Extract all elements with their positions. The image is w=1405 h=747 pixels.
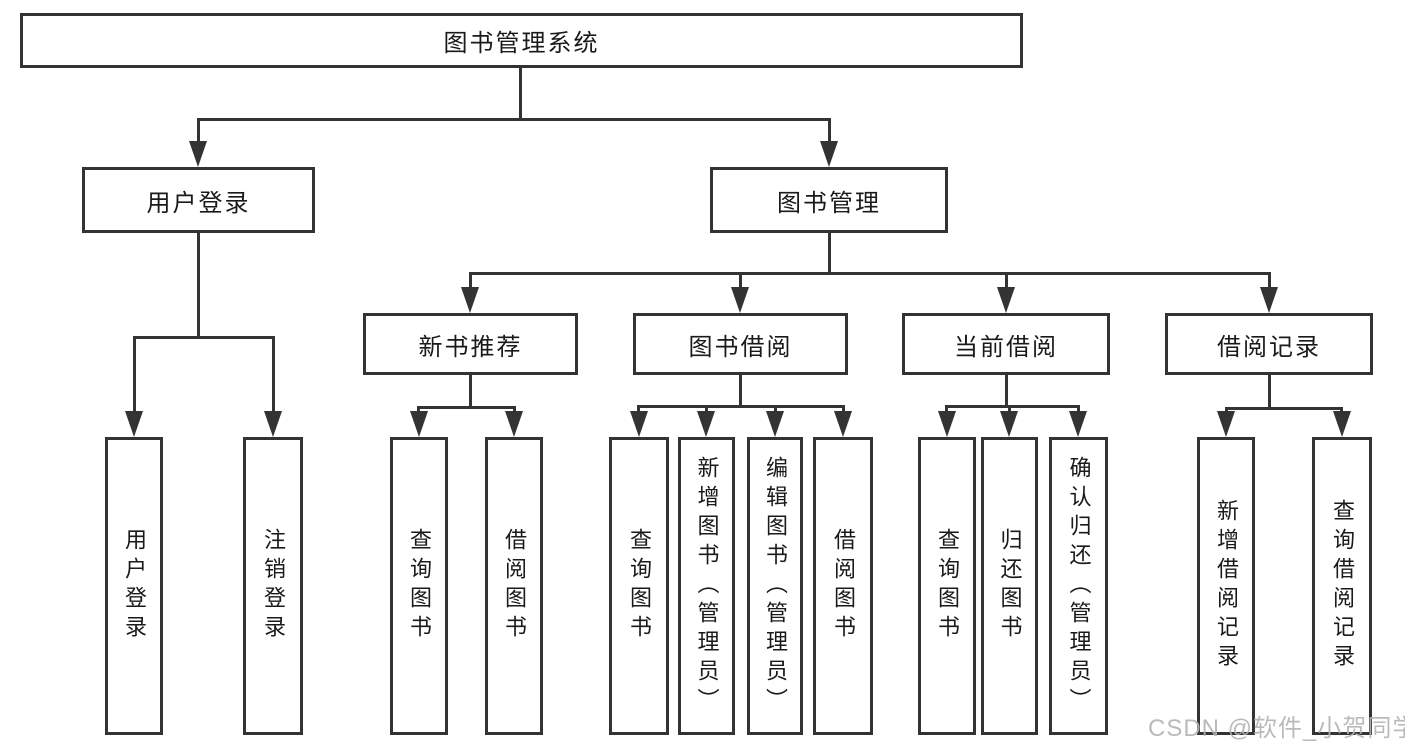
- arrow-down-icon: [630, 411, 648, 437]
- connector-line: [469, 272, 1270, 275]
- arrow-down-icon: [731, 287, 749, 313]
- connector-line: [945, 405, 1080, 408]
- connector-line: [197, 233, 200, 336]
- arrow-down-icon: [461, 287, 479, 313]
- connector-line: [828, 233, 831, 272]
- connector-line: [637, 405, 845, 408]
- leaf-query-books-current: 查询图书: [918, 437, 976, 735]
- leaf-confirm-return-admin: 确认归还（管理员）: [1049, 437, 1108, 735]
- connector-line: [1005, 272, 1008, 290]
- connector-line: [828, 118, 831, 146]
- leaf-query-books-recommend: 查询图书: [390, 437, 448, 735]
- connector-line: [1225, 407, 1343, 410]
- arrow-down-icon: [820, 141, 838, 167]
- leaf-user-login: 用户登录: [105, 437, 163, 735]
- arrow-down-icon: [125, 411, 143, 437]
- node-borrowing-records: 借阅记录: [1165, 313, 1373, 375]
- node-current-borrowing: 当前借阅: [902, 313, 1110, 375]
- node-new-book-recommend: 新书推荐: [363, 313, 578, 375]
- leaf-add-books-admin: 新增图书（管理员）: [678, 437, 735, 735]
- arrow-down-icon: [1333, 411, 1351, 437]
- connector-line: [417, 406, 516, 409]
- connector-line: [1008, 405, 1011, 415]
- connector-line: [945, 405, 948, 415]
- connector-line: [519, 68, 522, 118]
- connector-line: [774, 405, 777, 415]
- node-book-borrowing: 图书借阅: [633, 313, 848, 375]
- connector-line: [1005, 375, 1008, 405]
- arrow-down-icon: [1000, 411, 1018, 437]
- connector-line: [469, 375, 472, 406]
- arrow-down-icon: [938, 411, 956, 437]
- arrow-down-icon: [505, 411, 523, 437]
- leaf-query-books-borrowing: 查询图书: [609, 437, 669, 735]
- leaf-logout: 注销登录: [243, 437, 303, 735]
- arrow-down-icon: [1217, 411, 1235, 437]
- connector-line: [705, 405, 708, 415]
- arrow-down-icon: [189, 141, 207, 167]
- csdn-watermark: CSDN @软件_小贺同学: [1148, 715, 1405, 742]
- connector-line: [637, 405, 640, 415]
- leaf-edit-books-admin: 编辑图书（管理员）: [747, 437, 803, 735]
- arrow-down-icon: [997, 287, 1015, 313]
- leaf-borrow-books-recommend: 借阅图书: [485, 437, 543, 735]
- leaf-return-books: 归还图书: [981, 437, 1038, 735]
- connector-line: [272, 336, 275, 414]
- arrow-down-icon: [766, 411, 784, 437]
- leaf-borrow-books-borrowing: 借阅图书: [813, 437, 873, 735]
- node-user-login: 用户登录: [82, 167, 315, 233]
- arrow-down-icon: [1260, 287, 1278, 313]
- connector-line: [469, 272, 472, 290]
- node-library-management-system: 图书管理系统: [20, 13, 1023, 68]
- connector-line: [842, 405, 845, 415]
- leaf-add-borrow-record: 新增借阅记录: [1197, 437, 1255, 735]
- leaf-query-borrow-record: 查询借阅记录: [1312, 437, 1372, 735]
- connector-line: [133, 336, 136, 414]
- connector-line: [739, 272, 742, 290]
- arrow-down-icon: [410, 411, 428, 437]
- arrow-down-icon: [1069, 411, 1087, 437]
- node-book-management: 图书管理: [710, 167, 948, 233]
- arrow-down-icon: [264, 411, 282, 437]
- connector-line: [739, 375, 742, 405]
- connector-line: [1077, 405, 1080, 415]
- connector-line: [197, 118, 200, 146]
- connector-line: [197, 118, 831, 121]
- connector-line: [1268, 375, 1271, 407]
- arrow-down-icon: [834, 411, 852, 437]
- connector-line: [1268, 272, 1271, 290]
- arrow-down-icon: [697, 411, 715, 437]
- connector-line: [133, 336, 275, 339]
